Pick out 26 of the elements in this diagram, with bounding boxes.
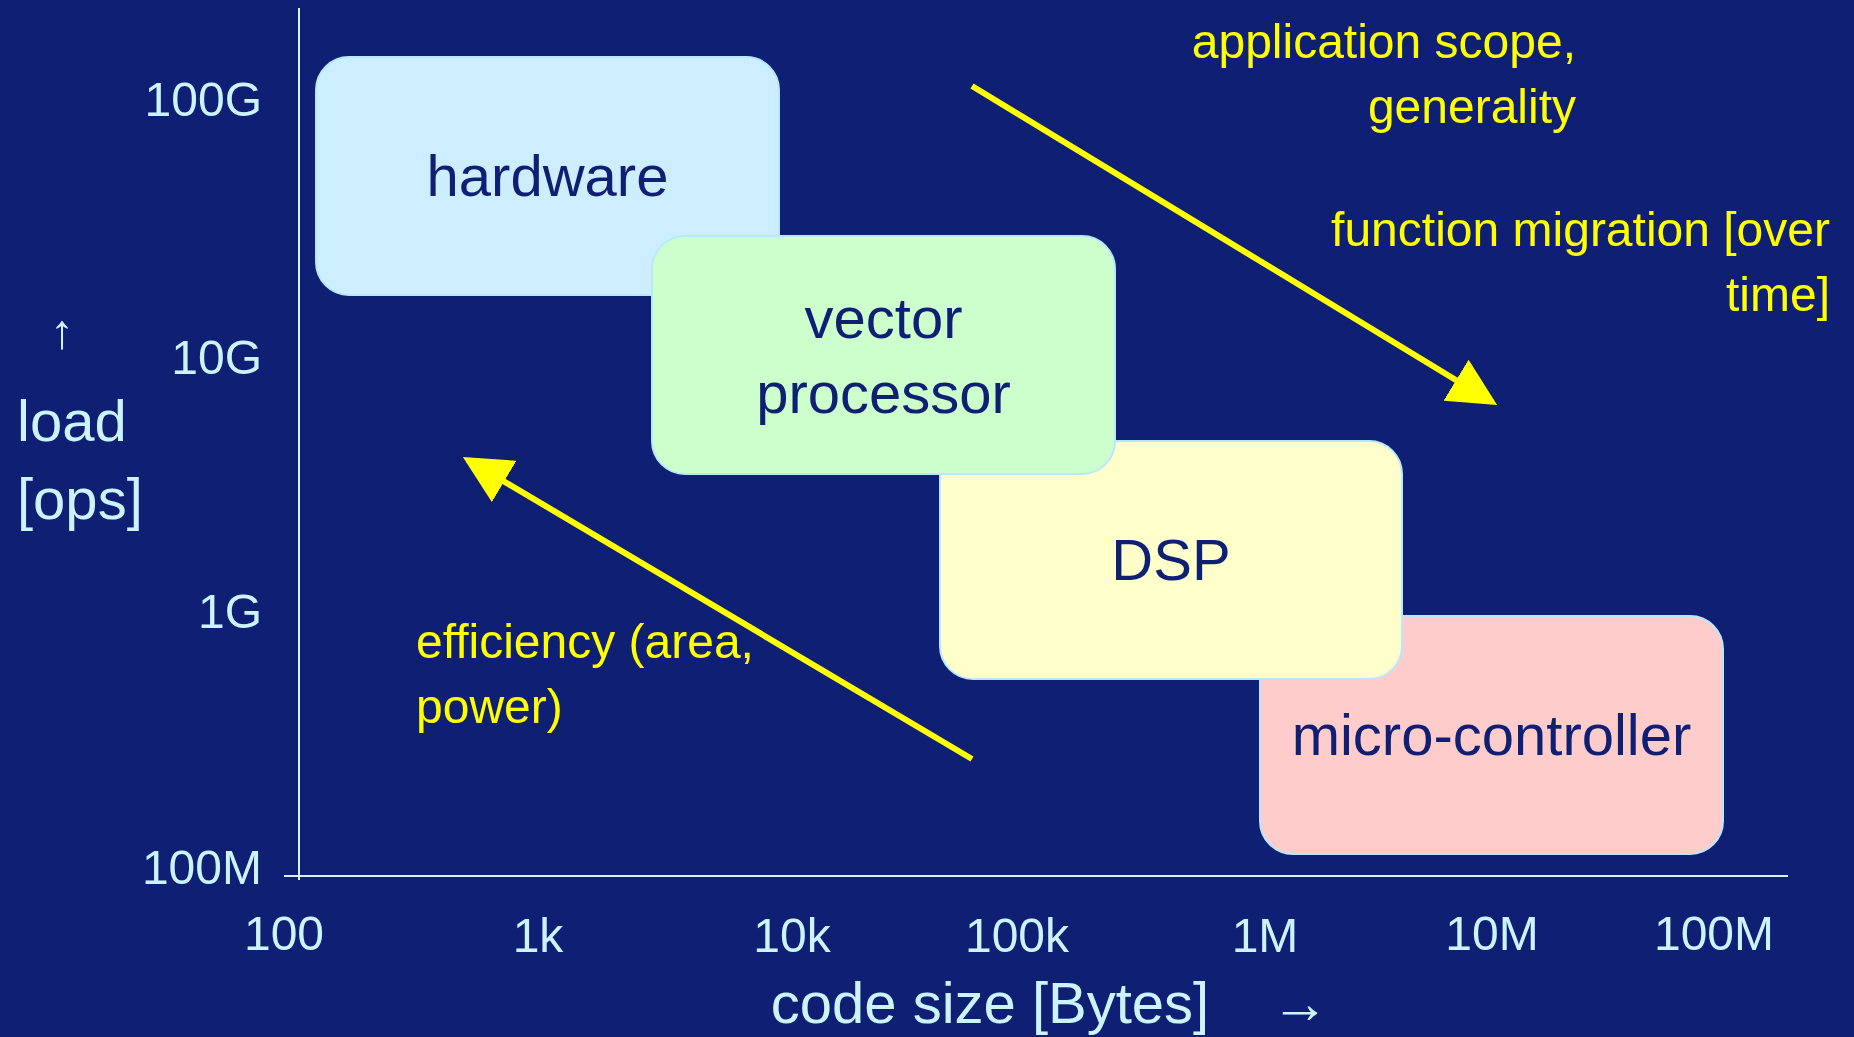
axis-title: load [ops]: [17, 387, 144, 534]
tick-label: 100: [243, 906, 325, 962]
tick-label: 10M: [1445, 906, 1539, 962]
rounded-box: [939, 440, 1403, 680]
tick-label: 1k: [512, 908, 564, 964]
rounded-box: [651, 235, 1116, 475]
tick-label: 100M: [1653, 906, 1775, 962]
node-label: vector processor: [755, 283, 1012, 427]
tick-label: 100M: [141, 840, 262, 896]
node-label: DSP: [1111, 526, 1231, 595]
axis-arrow-symbol: →: [1271, 969, 1329, 1037]
tick-label: 100G: [144, 72, 262, 128]
annotation-text: efficiency (area, power): [416, 614, 755, 735]
axis-title: code size [Bytes]: [770, 969, 1210, 1037]
rounded-box: [315, 56, 780, 296]
tick-label: 100k: [964, 908, 1070, 964]
tick-label: 10G: [171, 330, 262, 386]
rounded-box: [1259, 615, 1724, 855]
axis-arrow-symbol: ↑: [50, 304, 74, 360]
node-label: micro-controller: [1291, 701, 1692, 770]
tick-label: 1M: [1231, 908, 1299, 964]
annotation-text: application scope, generality: [1190, 14, 1576, 135]
tick-label: 10k: [753, 908, 831, 964]
annotation-text: function migration [over time]: [1330, 202, 1830, 323]
tick-label: 1G: [197, 584, 262, 640]
node-label: hardware: [426, 142, 669, 211]
